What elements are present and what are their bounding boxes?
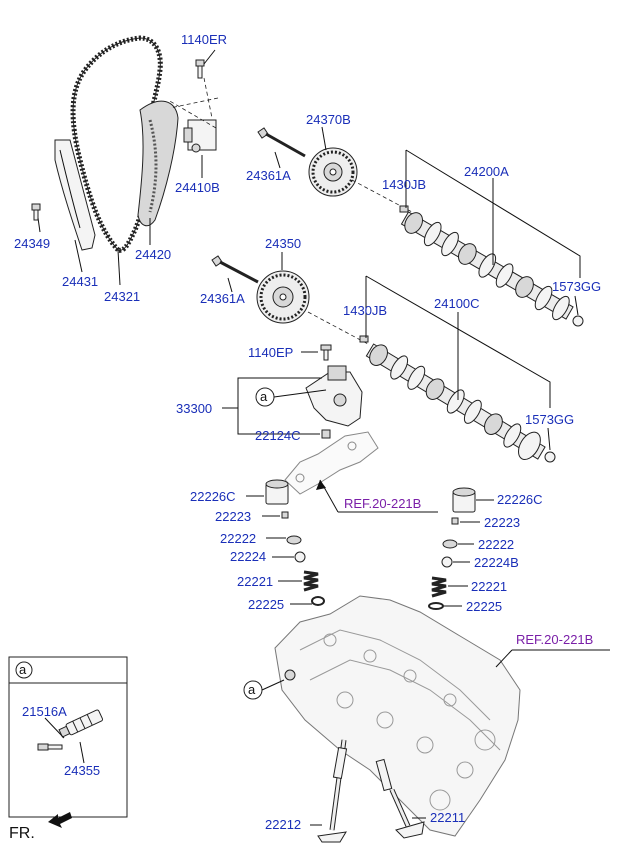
oil-filter-22124C	[321, 429, 331, 439]
timing-chain-guide	[54, 139, 96, 251]
tensioner-bolt	[195, 59, 205, 79]
timing-chain-tensioner-arm	[137, 100, 179, 227]
chain-tensioner	[183, 119, 217, 153]
intake-cam-sprocket	[256, 270, 310, 324]
valve-seal-left	[294, 551, 306, 563]
label-22212: 22212	[265, 817, 301, 832]
valve-guide-left	[332, 746, 348, 780]
label-22211: 22211	[430, 810, 465, 825]
ref-20-221b-right: REF.20-221B	[516, 632, 593, 647]
inset-marker: a	[19, 662, 27, 677]
sprocket-bolt-1	[257, 127, 306, 158]
valve-spring-left	[303, 570, 319, 592]
oil-control-solenoid	[58, 709, 104, 738]
inset-box-a: a 21516A 24355	[8, 656, 128, 818]
label-24420: 24420	[135, 247, 171, 262]
exhaust-cam-sprocket	[308, 147, 358, 197]
spring-seat-left	[311, 596, 325, 606]
callout-a-head: a	[243, 679, 285, 700]
label-22226C-right: 22226C	[497, 492, 543, 507]
label-22224: 22224	[230, 549, 266, 564]
cylinder-head	[274, 595, 521, 837]
oil-control-valve-bolt	[320, 344, 332, 361]
ref-20-221b-center: REF.20-221B	[344, 496, 421, 511]
front-arrow-icon	[48, 812, 72, 828]
label-24410B: 24410B	[175, 180, 220, 195]
spring-seat-right	[428, 602, 444, 610]
cam-bearing-cap	[284, 431, 379, 495]
sprocket-bolt-2	[211, 255, 259, 284]
label-24200A: 24200A	[464, 164, 509, 179]
retainer-lock-left	[281, 511, 289, 519]
dowel-pin-1	[399, 205, 409, 213]
retainer-lock-right	[451, 517, 459, 525]
front-direction-indicator: FR.	[9, 812, 72, 842]
label-24100C: 24100C	[434, 296, 480, 311]
label-22226C-left: 22226C	[190, 489, 236, 504]
tappet-right	[452, 487, 476, 513]
label-22222-right: 22222	[478, 537, 514, 552]
label-22221-right: 22221	[471, 579, 507, 594]
label-24355: 24355	[64, 763, 100, 778]
label-24370B: 24370B	[306, 112, 351, 127]
intake-camshaft	[365, 343, 546, 460]
label-24350: 24350	[265, 236, 301, 251]
label-1430JB-2: 1430JB	[343, 303, 387, 318]
chain-guide-bolt	[31, 203, 41, 221]
dowel-pin-2	[359, 335, 369, 343]
exhaust-cam-plug	[572, 315, 584, 327]
intake-cam-plug	[544, 451, 556, 463]
label-1573GG-2: 1573GG	[525, 412, 574, 427]
label-1140EP: 1140EP	[248, 345, 293, 360]
label-22223-left: 22223	[215, 509, 251, 524]
label-24321: 24321	[104, 289, 140, 304]
solenoid-bolt	[37, 743, 63, 751]
label-1573GG-1: 1573GG	[552, 279, 601, 294]
label-24361A-2: 24361A	[200, 291, 245, 306]
valve-seal-right	[441, 556, 453, 568]
front-label: FR.	[9, 825, 35, 842]
exhaust-camshaft	[400, 211, 574, 321]
valve-spring-right	[431, 576, 447, 598]
label-1430JB-1: 1430JB	[382, 177, 426, 192]
label-33300: 33300	[176, 401, 212, 416]
retainer-right	[442, 539, 458, 549]
label-24349: 24349	[14, 236, 50, 251]
oil-control-valve	[305, 365, 363, 427]
tappet-left	[265, 479, 289, 505]
svg-text:a: a	[260, 389, 268, 404]
retainer-left	[286, 535, 302, 545]
callout-a-ocv: a	[255, 387, 327, 407]
label-1140ER: 1140ER	[181, 32, 227, 47]
label-22224B: 22224B	[474, 555, 519, 570]
label-22222-left: 22222	[220, 531, 256, 546]
label-22225-left: 22225	[248, 597, 284, 612]
label-21516A: 21516A	[22, 704, 67, 719]
label-24431: 24431	[62, 274, 98, 289]
label-22225-right: 22225	[466, 599, 502, 614]
label-24361A-1: 24361A	[246, 168, 291, 183]
label-22221-left: 22221	[237, 574, 273, 589]
intake-valve	[389, 788, 425, 839]
valve-guide-right	[375, 758, 393, 792]
label-22124C: 22124C	[255, 428, 301, 443]
svg-text:a: a	[248, 682, 256, 697]
label-22223-right: 22223	[484, 515, 520, 530]
